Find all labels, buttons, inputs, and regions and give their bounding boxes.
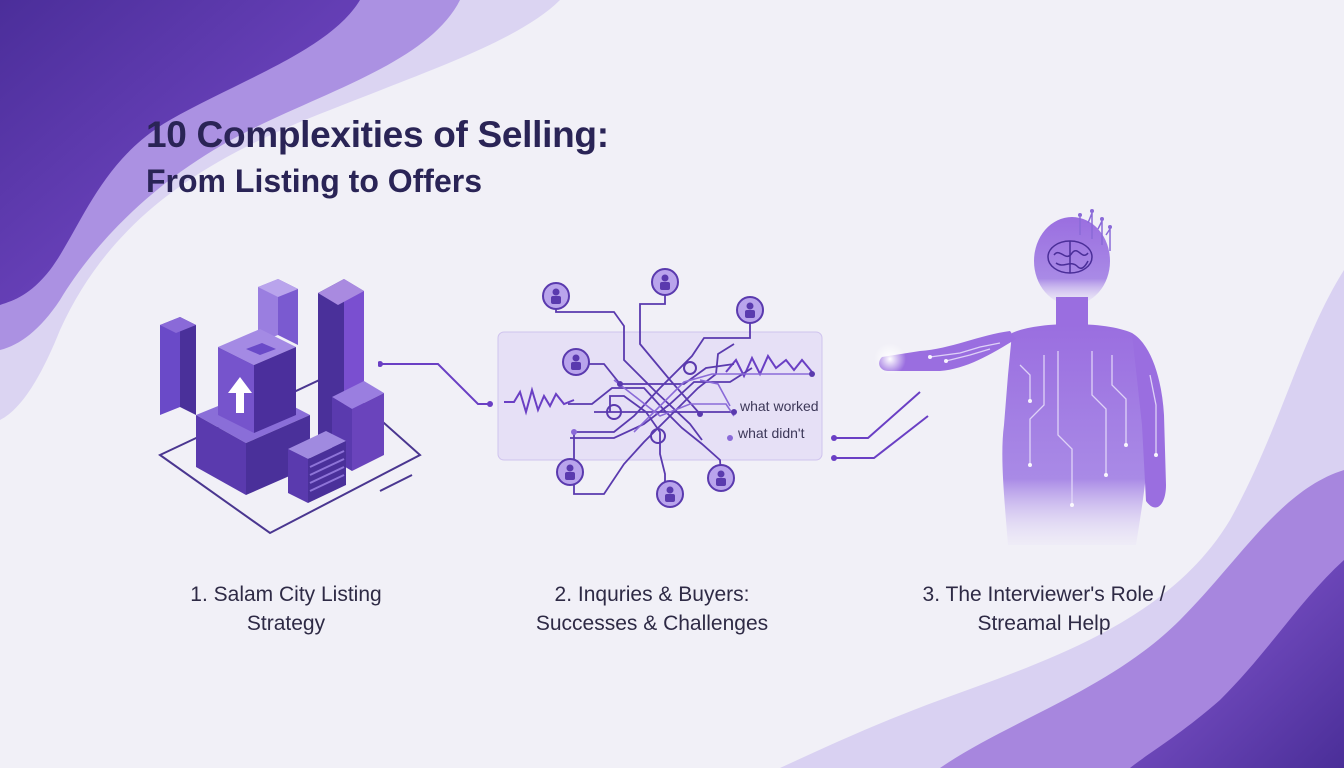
connector-2-3 (831, 391, 929, 461)
step-3-caption: 3. The Interviewer's Role / Streamal Hel… (884, 580, 1204, 638)
step-2-line-1: 2. Inquries & Buyers: (554, 583, 750, 606)
step-1-caption: 1. Salam City Listing Strategy (126, 580, 446, 638)
title-line-2: From Listing to Offers (146, 163, 482, 199)
step-3-line-1: 3. The Interviewer's Role / (922, 583, 1166, 606)
step-1-line-2: Strategy (246, 612, 326, 635)
connector-1-2 (378, 361, 493, 407)
buyer-network-icon (497, 268, 823, 508)
step-1-line-1: 1. Salam City Listing (190, 583, 382, 606)
slide-title: 10 Complexities of Selling: From Listing… (146, 112, 609, 204)
title-line-1: 10 Complexities of Selling: (146, 114, 609, 155)
top-left-wave-dark (0, 0, 360, 305)
annotation-what-worked: what worked (740, 398, 819, 414)
annotation-what-didnt: what didn't (738, 425, 805, 441)
isometric-buildings-icon (158, 279, 422, 535)
bottom-right-wave-dark (1130, 560, 1344, 768)
step-3-line-2: Streamal Help (977, 612, 1111, 635)
step-2-caption: 2. Inquries & Buyers: Successes & Challe… (492, 580, 812, 638)
step-2-line-2: Successes & Challenges (535, 612, 769, 635)
ai-humanoid-icon (874, 209, 1166, 545)
